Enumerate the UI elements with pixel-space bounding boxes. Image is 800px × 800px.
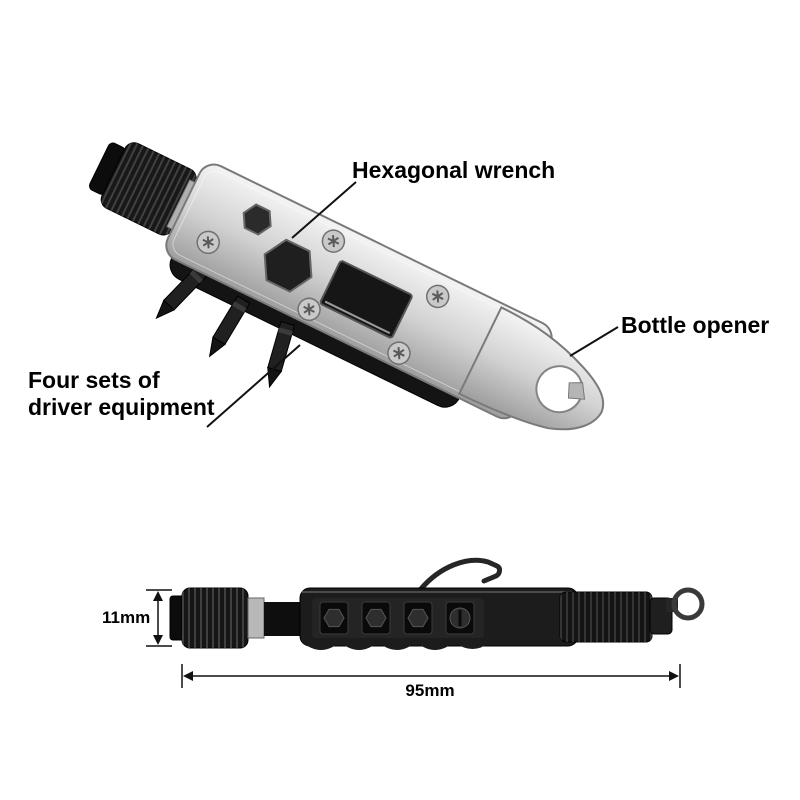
bottle-opener-leader-line xyxy=(569,326,619,357)
hex-wrench-holes xyxy=(242,203,313,293)
hex-wrench-leader-line xyxy=(291,181,357,239)
length-dimension xyxy=(181,664,681,688)
height-dimension-label: 11mm xyxy=(102,608,151,627)
knob xyxy=(88,142,203,236)
driver-equipment-label: Four sets of driver equipment xyxy=(28,367,215,421)
key-ring xyxy=(671,587,705,621)
driver-equipment-label-line2: driver equipment xyxy=(28,394,215,420)
driver-equipment-label-line1: Four sets of xyxy=(28,367,160,393)
bottle-opener-label: Bottle opener xyxy=(621,312,770,338)
length-dimension-label: 95mm xyxy=(405,681,455,700)
side-hex-sockets xyxy=(319,601,475,635)
pocket-clip xyxy=(417,557,502,593)
top-view-tool xyxy=(88,142,605,431)
driver-equipment-leader-line xyxy=(206,344,301,428)
side-view-tool xyxy=(169,557,705,650)
rect-cutout xyxy=(319,260,413,339)
grip-scallops xyxy=(302,636,490,650)
hexagonal-wrench-label: Hexagonal wrench xyxy=(352,157,556,183)
bottle-opener xyxy=(457,306,605,431)
height-dimension xyxy=(146,589,172,647)
